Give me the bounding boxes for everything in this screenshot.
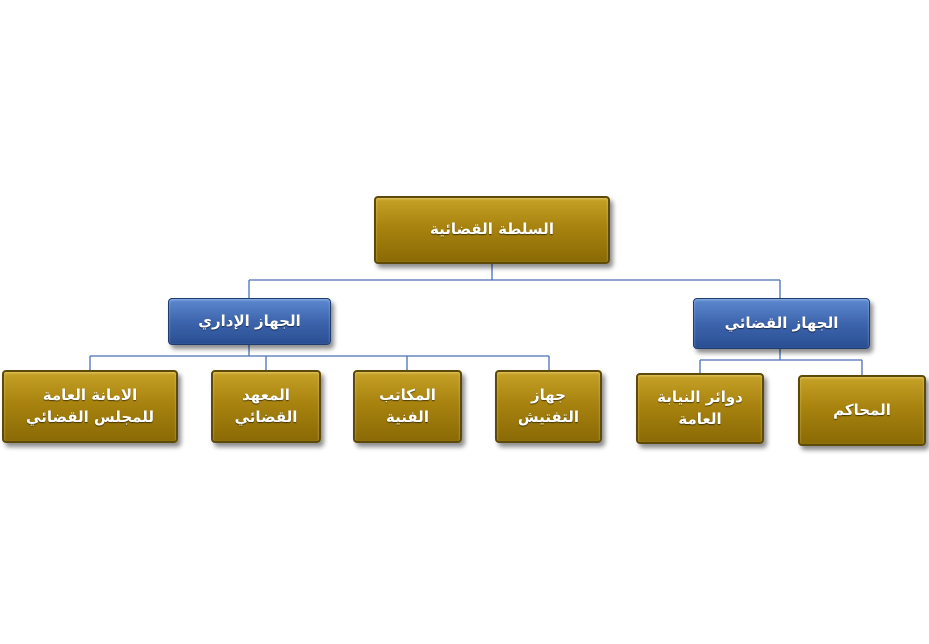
node-general-secretariat-label: الامانة العامة للمجلس القضائي xyxy=(26,385,154,426)
node-courts: المحاكم xyxy=(798,375,926,446)
node-judicial-apparatus-label: الجهاز القضائي xyxy=(724,313,839,332)
node-general-secretariat: الامانة العامة للمجلس القضائي xyxy=(2,370,178,443)
node-root-label: السلطة القضائية xyxy=(430,220,554,239)
node-inspection-label: جهاز التفتيش xyxy=(517,385,580,426)
node-judicial-institute: المعهد القضائي xyxy=(211,370,321,443)
node-courts-label: المحاكم xyxy=(833,400,891,419)
node-administrative-apparatus: الجهاز الإداري xyxy=(168,298,331,345)
node-technical-offices: المكاتب الفنية xyxy=(353,370,462,443)
node-public-prosecution-label: دوائر النيابة العامة xyxy=(657,387,743,428)
node-public-prosecution: دوائر النيابة العامة xyxy=(636,373,764,444)
node-judicial-apparatus: الجهاز القضائي xyxy=(693,298,870,349)
node-administrative-apparatus-label: الجهاز الإداري xyxy=(198,311,301,330)
node-judicial-institute-label: المعهد القضائي xyxy=(234,385,298,426)
node-root: السلطة القضائية xyxy=(374,196,610,264)
node-technical-offices-label: المكاتب الفنية xyxy=(379,385,436,426)
node-inspection: جهاز التفتيش xyxy=(495,370,602,443)
